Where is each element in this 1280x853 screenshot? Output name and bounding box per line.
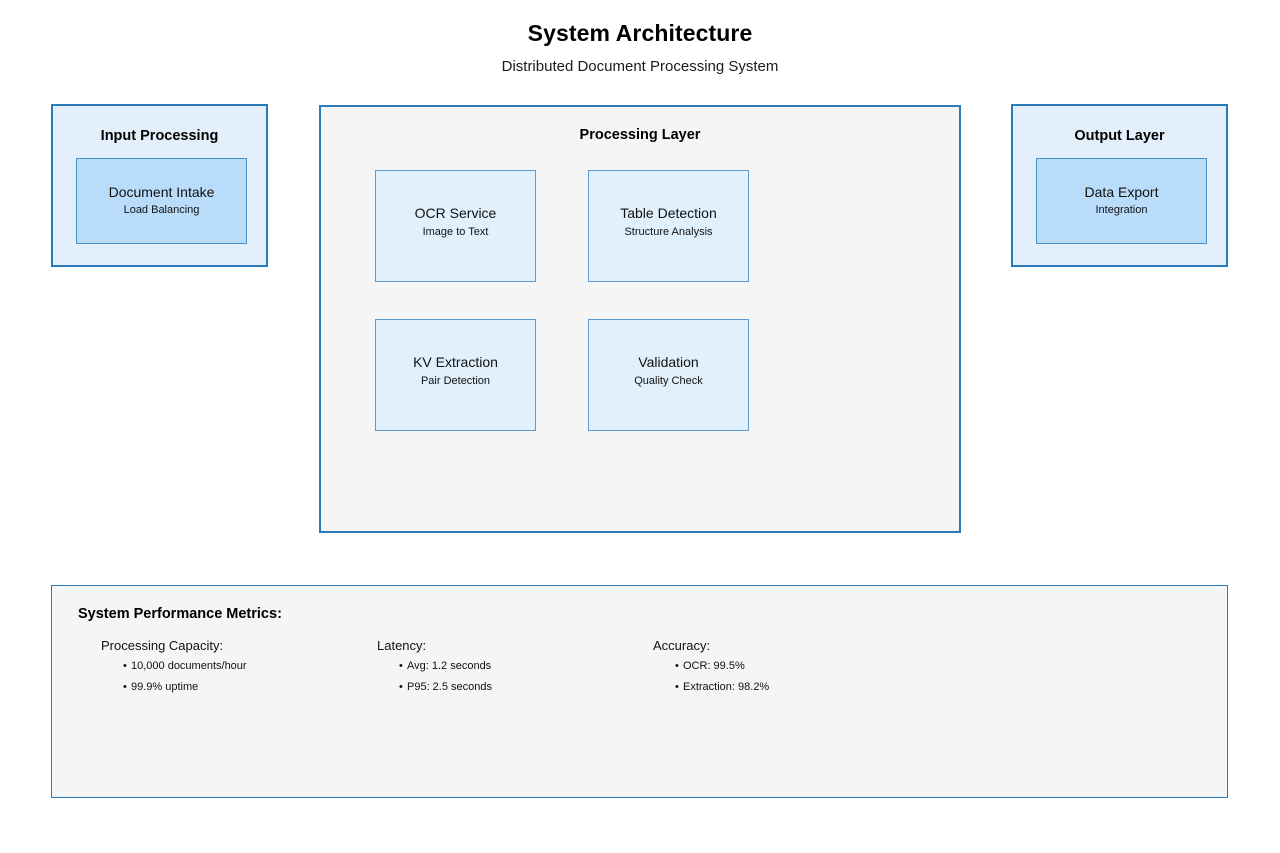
page-subtitle: Distributed Document Processing System (501, 58, 779, 75)
metric-item-text: Avg: 1.2 seconds (407, 659, 492, 672)
node-subtitle: Load Balancing (123, 204, 200, 217)
node-title: Data Export (1084, 184, 1159, 201)
metric-item-text: Extraction: 98.2% (683, 680, 770, 693)
metric-item-list: • Avg: 1.2 seconds • P95: 2.5 seconds (377, 659, 493, 693)
output-layer-heading: Output Layer (1074, 128, 1165, 144)
bullet-icon: • (123, 680, 127, 693)
node-title: KV Extraction (413, 354, 498, 370)
bullet-icon: • (675, 659, 679, 672)
node-title: Document Intake (108, 184, 215, 201)
metric-group-accuracy: Accuracy: • OCR: 99.5% • Extraction: 98.2% (653, 638, 769, 703)
metrics-heading: System Performance Metrics: (78, 606, 282, 622)
metric-item: • Avg: 1.2 seconds (399, 659, 492, 672)
metric-group-processing-capacity: Processing Capacity: • 10,000 documents/h… (101, 638, 247, 703)
page-title: System Architecture (527, 20, 753, 46)
processing-layer-heading: Processing Layer (579, 127, 701, 143)
metric-group-label: Latency: (377, 638, 427, 653)
metric-group-label: Accuracy: (653, 638, 711, 653)
bullet-icon: • (675, 680, 679, 693)
node-ocr-service[interactable]: OCR Service Image to Text (375, 170, 536, 282)
node-subtitle: Image to Text (422, 226, 489, 239)
system-performance-metrics-panel: System Performance Metrics: Processing C… (51, 585, 1228, 798)
node-title: OCR Service (414, 205, 497, 221)
input-processing-layer[interactable]: Input Processing Document Intake Load Ba… (51, 104, 268, 267)
metric-item-list: • 10,000 documents/hour • 99.9% uptime (101, 659, 247, 693)
metric-group-latency: Latency: • Avg: 1.2 seconds • P95: 2.5 sec… (377, 638, 492, 703)
node-title: Table Detection (620, 205, 717, 221)
metric-item: • P95: 2.5 seconds (399, 680, 493, 693)
node-subtitle: Quality Check (634, 375, 703, 388)
node-table-detection[interactable]: Table Detection Structure Analysis (588, 170, 749, 282)
metric-item-text: 10,000 documents/hour (131, 659, 247, 672)
node-kv-extraction[interactable]: KV Extraction Pair Detection (375, 319, 536, 431)
metric-item-text: P95: 2.5 seconds (407, 680, 493, 693)
node-data-export[interactable]: Data Export Integration (1036, 158, 1207, 244)
metric-item: • 99.9% uptime (123, 680, 247, 693)
metric-item: • 10,000 documents/hour (123, 659, 247, 672)
input-processing-heading: Input Processing (100, 128, 219, 144)
metric-item: • Extraction: 98.2% (675, 680, 770, 693)
metric-item-text: OCR: 99.5% (683, 659, 745, 672)
processing-layer[interactable]: Processing Layer OCR Service Image to Te… (319, 105, 961, 533)
bullet-icon: • (399, 659, 403, 672)
node-subtitle: Pair Detection (420, 375, 491, 388)
node-document-intake[interactable]: Document Intake Load Balancing (76, 158, 247, 244)
node-subtitle: Integration (1095, 204, 1148, 217)
output-layer[interactable]: Output Layer Data Export Integration (1011, 104, 1228, 267)
metric-item-list: • OCR: 99.5% • Extraction: 98.2% (653, 659, 770, 693)
metric-item-text: 99.9% uptime (131, 680, 199, 693)
metric-item: • OCR: 99.5% (675, 659, 769, 672)
bullet-icon: • (399, 680, 403, 693)
node-subtitle: Structure Analysis (624, 226, 713, 239)
node-validation[interactable]: Validation Quality Check (588, 319, 749, 431)
metric-group-label: Processing Capacity: (101, 638, 224, 653)
bullet-icon: • (123, 659, 127, 672)
node-title: Validation (638, 354, 699, 370)
